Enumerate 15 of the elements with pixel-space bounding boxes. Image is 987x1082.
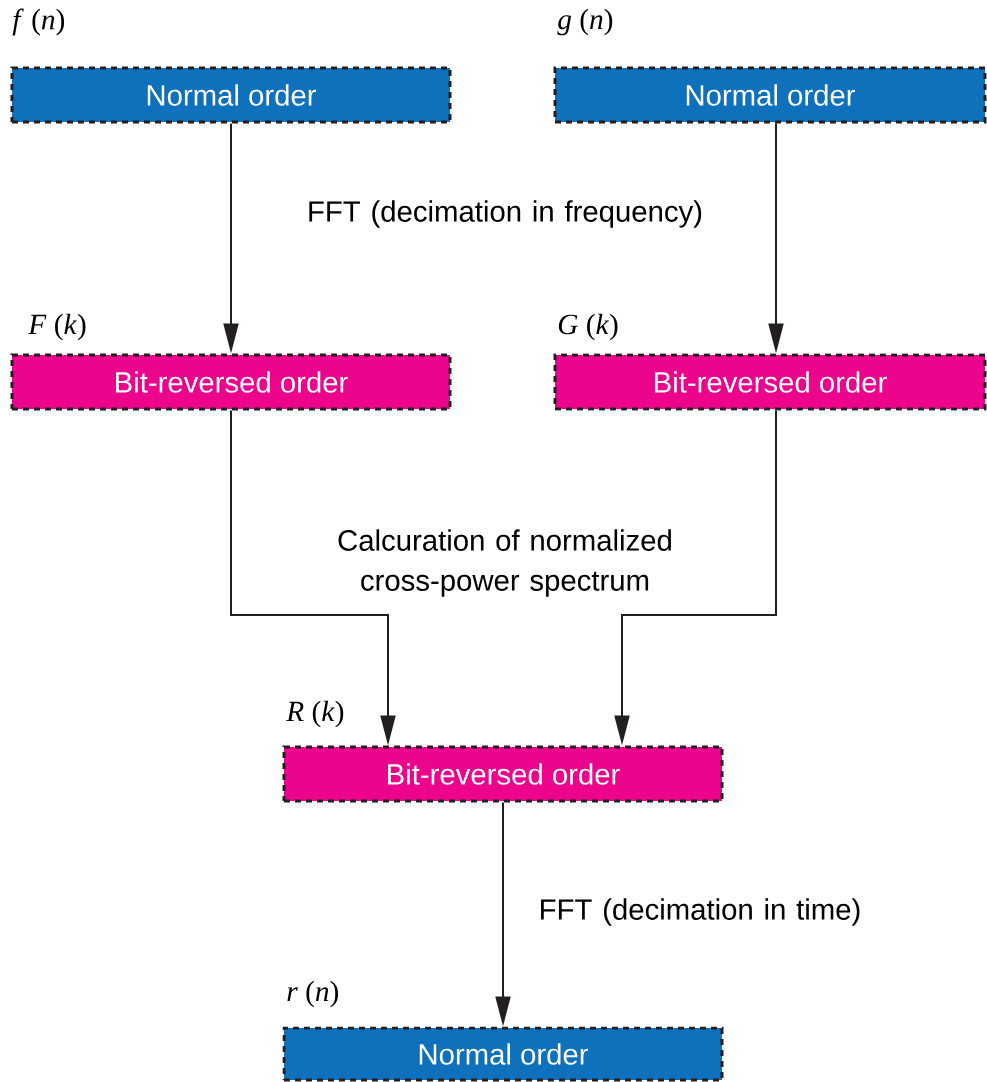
process-box: Normal order [553, 66, 987, 124]
variable-label: G (k) [558, 313, 618, 341]
step-label: FFT (decimation in frequency) [309, 200, 702, 228]
process-box: Bit-reversed order [282, 745, 724, 803]
variable-label: F (k) [28, 313, 86, 341]
variable-label: g (n) [557, 8, 613, 36]
step-label: Calcuration of normalized cross-power spectrum [338, 529, 671, 597]
process-box: Bit-reversed order [553, 353, 987, 411]
variable-label: r (n) [287, 980, 339, 1008]
variable-label: f (n) [12, 8, 65, 36]
step-label: FFT (decimation in time) [541, 898, 860, 926]
process-box: Bit-reversed order [10, 353, 452, 411]
variable-label: R (k) [286, 700, 344, 728]
process-box: Normal order [10, 66, 452, 124]
process-box: Normal order [282, 1026, 724, 1082]
